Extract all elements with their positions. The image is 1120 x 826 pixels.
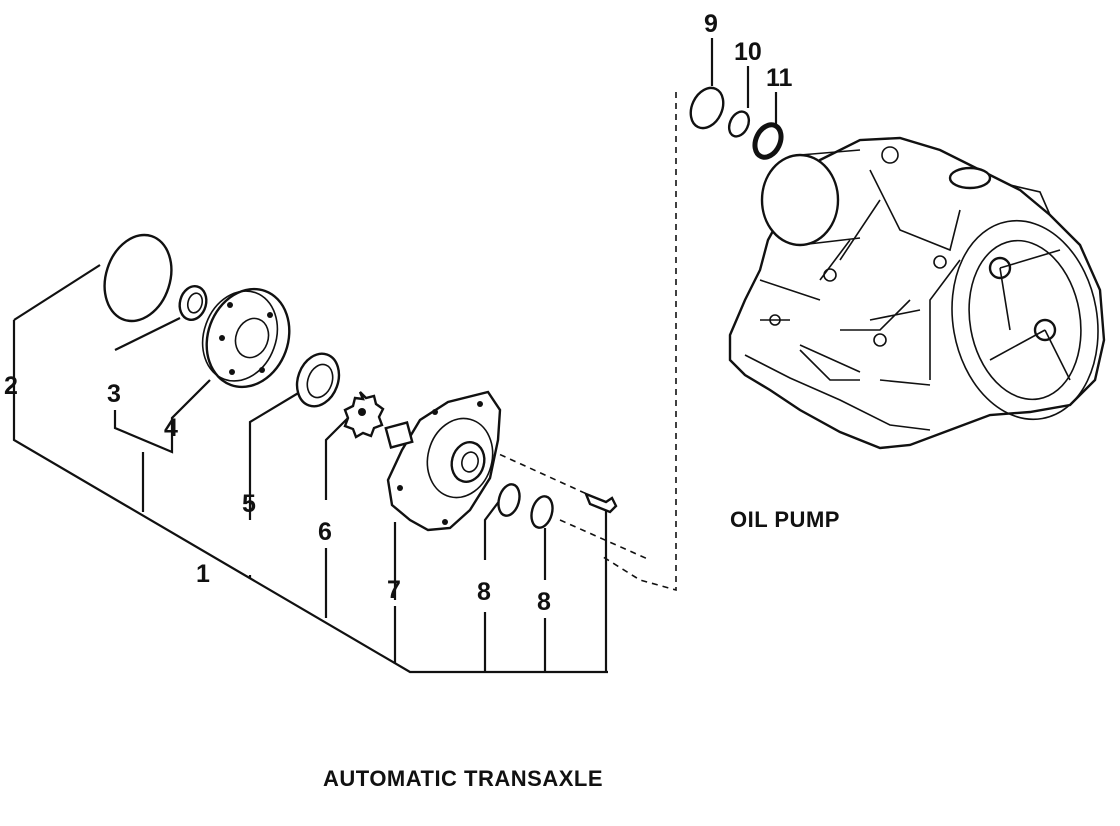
- transaxle-housing: [728, 136, 1106, 450]
- pump-cover-plate: [201, 287, 291, 389]
- assembly-title: AUTOMATIC TRANSAXLE: [323, 766, 603, 791]
- o-ring-large: [103, 233, 173, 323]
- callout-5: 5: [242, 490, 256, 518]
- callout-labels: 1 2 3 4 5 6 7 8 8 9 10 11: [4, 10, 793, 616]
- o-ring-small-b: [530, 495, 554, 529]
- callout-11: 11: [766, 64, 793, 92]
- leader-lines: [12, 38, 778, 674]
- callout-10: 10: [734, 38, 762, 66]
- callout-8a: 8: [477, 578, 491, 606]
- callout-9: 9: [704, 10, 718, 38]
- callout-8b: 8: [537, 588, 551, 616]
- o-ring-small-a: [497, 483, 521, 517]
- pump-body: [384, 390, 502, 532]
- oil-seal: [178, 285, 208, 321]
- callout-6: 6: [318, 518, 332, 546]
- callout-7: 7: [387, 576, 401, 604]
- seal-ring-10: [727, 110, 751, 138]
- oil-seal-11: [752, 122, 784, 160]
- pump-bolt: [583, 491, 618, 514]
- inner-rotor-gear: [343, 391, 385, 439]
- callout-3: 3: [107, 380, 121, 408]
- callout-2: 2: [4, 372, 18, 400]
- seal-ring-9: [689, 86, 725, 130]
- outer-rotor: [295, 352, 341, 408]
- section-title-oil-pump: OIL PUMP: [730, 507, 840, 532]
- callout-4: 4: [164, 414, 178, 442]
- callout-1: 1: [196, 560, 210, 588]
